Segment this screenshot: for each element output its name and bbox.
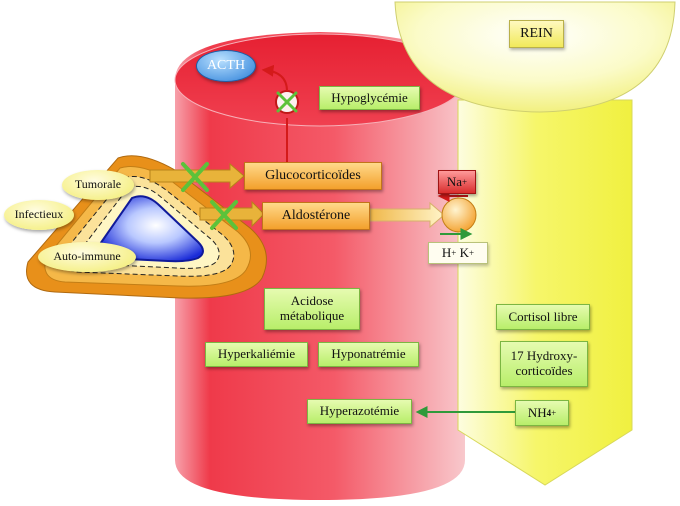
h-label: H (441, 244, 452, 260)
block-cross-aldosterone (210, 200, 238, 230)
cause-infectieux: Infectieux (4, 200, 74, 230)
aldosterone-arrow (369, 201, 445, 229)
na-ion-box: Na+ (438, 170, 476, 194)
na-charge: + (462, 176, 468, 187)
k-label: K (459, 244, 470, 260)
cause-auto-immune: Auto-immune (38, 242, 136, 272)
kidney-compartment (394, 1, 676, 486)
na-label: Na (446, 173, 463, 189)
nh4-label: NH (527, 404, 547, 420)
na-k-pump (437, 190, 477, 240)
nh4-charge: + (551, 407, 557, 418)
hyperkaliemie-box: Hyperkaliémie (205, 342, 308, 367)
glucocorticoides-box: Glucocorticoïdes (244, 162, 382, 190)
hyponatremie-box: Hyponatrémie (318, 342, 419, 367)
h-charge: + (451, 247, 457, 258)
cause-tumorale: Tumorale (62, 170, 134, 200)
h-k-ion-box: H+ K+ (428, 242, 488, 264)
k-charge: + (469, 247, 475, 258)
acth-node: ACTH (196, 50, 256, 82)
hypoglycemie-box: Hypoglycémie (319, 86, 420, 110)
hydroxy-corticoides-box: 17 Hydroxy- corticoïdes (500, 341, 588, 387)
rein-label: REIN (509, 20, 564, 48)
acidose-box: Acidose métabolique (264, 288, 360, 330)
hyperazotemie-box: Hyperazotémie (307, 399, 412, 424)
nh4-subscript: 4 (546, 407, 552, 418)
cortisol-libre-box: Cortisol libre (496, 304, 590, 330)
block-cross-glucocorticoids (181, 162, 209, 192)
feedback-acth (261, 64, 299, 162)
aldosterone-box: Aldostérone (262, 202, 370, 230)
